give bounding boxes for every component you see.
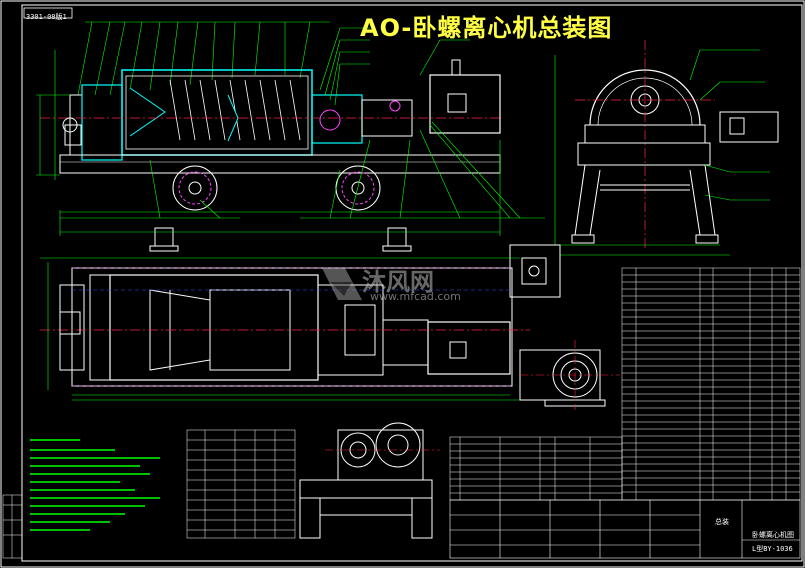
front-view xyxy=(36,21,545,252)
corner-label-box xyxy=(23,7,73,19)
parts-list-table-lower xyxy=(449,436,623,501)
drawing-title: AO-卧螺离心机总装图 xyxy=(360,14,613,42)
sheet-code-label: 3301-08版1 xyxy=(26,13,67,21)
watermark-site-name: 沐风网 xyxy=(362,268,434,296)
revision-strip xyxy=(2,494,23,559)
title-block xyxy=(449,499,801,559)
motor-end-view xyxy=(519,340,620,410)
parts-list-table xyxy=(621,267,801,501)
gearbox-view xyxy=(299,422,440,539)
drawing-number: L型BY-1036 xyxy=(752,545,793,553)
title-block-name: 总装 xyxy=(715,518,729,526)
frame-border xyxy=(21,4,803,562)
side-view xyxy=(509,40,779,298)
technical-notes xyxy=(30,439,160,531)
watermark-site-url: www.mfcad.com xyxy=(370,290,461,303)
title-block-doc-name: 卧螺离心机图 xyxy=(752,531,794,539)
watermark-logo xyxy=(322,268,362,300)
plan-view xyxy=(40,257,530,401)
section-detail-table xyxy=(186,429,296,539)
wheel-left xyxy=(172,165,218,211)
